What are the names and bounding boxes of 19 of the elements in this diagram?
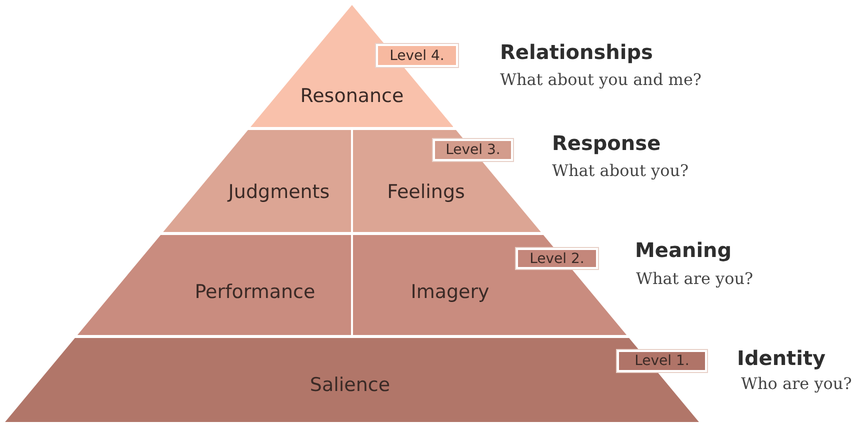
segment-label: Judgments bbox=[228, 181, 330, 203]
level-heading: Response bbox=[552, 131, 661, 155]
level-question: What are you? bbox=[636, 269, 754, 288]
segment-label: Performance bbox=[194, 281, 316, 303]
level-question: What about you and me? bbox=[500, 70, 702, 89]
segment-label: Imagery bbox=[410, 281, 490, 303]
segment-label: Resonance bbox=[300, 85, 404, 107]
pyramid-segment bbox=[77, 235, 351, 335]
pyramid-segment bbox=[163, 130, 351, 232]
segment-label: Salience bbox=[310, 374, 390, 396]
pyramid-segment bbox=[353, 130, 541, 232]
level-heading: Relationships bbox=[500, 40, 653, 64]
level-tag: Level 1. bbox=[617, 350, 707, 372]
level-heading: Identity bbox=[737, 346, 826, 370]
level-question: What about you? bbox=[552, 161, 689, 180]
level-heading: Meaning bbox=[635, 238, 732, 262]
pyramid-segment bbox=[353, 235, 627, 335]
level-question: Who are you? bbox=[741, 374, 852, 393]
segment-label: Feelings bbox=[387, 181, 465, 203]
